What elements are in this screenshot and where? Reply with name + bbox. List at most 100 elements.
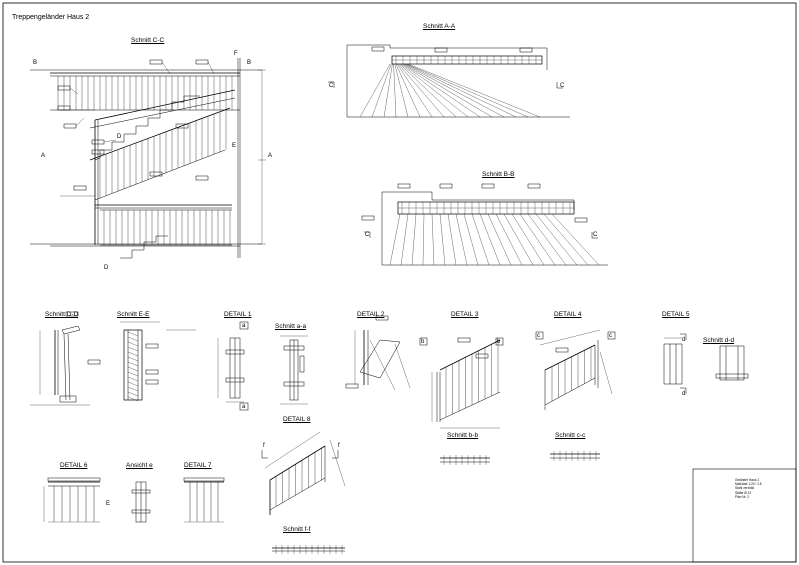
label-schnitt-bb: Schnitt B-B	[482, 171, 515, 178]
note-line: Stahl verzinkt	[735, 486, 755, 491]
detail-8	[261, 431, 346, 515]
drawing-line	[127, 331, 139, 337]
drawing-line	[404, 63, 505, 118]
marker-f-right: f	[338, 443, 340, 449]
drawing-line	[395, 63, 421, 118]
drawing-line	[519, 213, 556, 266]
marker-b-left: B	[33, 60, 38, 66]
drawing-line	[127, 346, 139, 352]
detail-7	[183, 477, 225, 523]
drawing-line	[400, 63, 469, 118]
marker-b-d3-left: b	[421, 339, 425, 345]
drawing-line	[398, 63, 445, 118]
plan-schnitt-bb	[361, 183, 608, 266]
drawing-line	[394, 63, 409, 118]
marker-b-right: B	[247, 60, 252, 66]
label-detail-3: DETAIL 3	[451, 311, 479, 318]
drawing-line	[383, 63, 393, 118]
drawing-line	[411, 213, 417, 266]
drawing-line	[127, 376, 139, 382]
marker-c-bb-left: C	[365, 232, 370, 238]
drawing-line	[127, 366, 139, 372]
label-detail-2: DETAIL 2	[357, 311, 385, 318]
drawing-line	[406, 63, 529, 118]
drawing-line	[455, 213, 468, 266]
note-line: Geländer Haus 2	[735, 478, 760, 482]
plan-schnitt-aa	[328, 44, 570, 118]
label-detail-8: DETAIL 8	[283, 416, 311, 423]
drawing-line	[405, 63, 517, 118]
drawing-line	[543, 213, 589, 266]
elevation-schnitt-cc	[30, 58, 266, 259]
label-schnitt-d-d: Schnitt d-d	[703, 337, 735, 344]
drawing-line	[127, 371, 139, 377]
drawing-line	[479, 213, 501, 266]
note-line: Stäbe Ø 12	[735, 490, 752, 495]
sheet-title: Treppengeländer Haus 2	[12, 14, 90, 21]
drawing-line	[127, 356, 139, 362]
note-line: Maßstab 1:20 / 1:5	[735, 482, 762, 487]
drawing-line	[422, 213, 425, 266]
detail-2	[345, 315, 411, 391]
drawing-line	[127, 391, 139, 397]
drawing-line	[403, 63, 493, 118]
label-detail-4: DETAIL 4	[554, 311, 582, 318]
marker-c-aa-left: C	[329, 83, 334, 89]
detail-3	[419, 337, 504, 429]
drawing-line	[127, 386, 139, 392]
drawing-line	[511, 213, 545, 266]
section-schnitt-dd	[30, 311, 101, 406]
marker-c-bb-right: C	[593, 232, 598, 238]
drawing-line	[551, 213, 600, 266]
title-block-notes: Geländer Haus 2 Maßstab 1:20 / 1:5 Stahl…	[735, 478, 762, 499]
drawing-line	[127, 341, 139, 347]
marker-a-left: A	[41, 153, 46, 159]
marker-c-d4-right: c	[609, 333, 612, 339]
marker-d-bottom: d	[682, 391, 686, 397]
label-detail-1: DETAIL 1	[224, 311, 252, 318]
drawing-line	[371, 63, 392, 118]
drawing-line	[127, 381, 139, 387]
strip-sections	[272, 451, 600, 554]
marker-b-d3-right: b	[497, 339, 501, 345]
marker-e: E	[232, 143, 237, 149]
marker-f: F	[234, 51, 238, 57]
drawing-line	[127, 351, 139, 357]
label-schnitt-dd: Schnitt D-D	[45, 311, 79, 318]
drawing-line	[399, 63, 457, 118]
drawing-line	[447, 213, 457, 266]
marker-a-top: a	[242, 323, 246, 329]
label-schnitt-cc: Schnitt C-C	[131, 37, 165, 44]
drawing-line	[400, 213, 409, 266]
detail-6	[43, 477, 101, 523]
detail-5	[663, 337, 683, 385]
ansicht-e	[131, 481, 151, 523]
label-schnitt-c-c: Schnitt c-c	[555, 432, 586, 439]
label-detail-6: DETAIL 6	[60, 462, 88, 469]
label-detail-5: DETAIL 5	[662, 311, 690, 318]
note-line: Plan Nr. 2	[735, 494, 749, 499]
label-schnitt-aa: Schnitt A-A	[423, 23, 456, 30]
drawing-line	[471, 213, 490, 266]
detail-4	[535, 329, 616, 410]
label-ansicht-e: Ansicht e	[126, 462, 153, 469]
section-schnitt-ee	[120, 321, 196, 402]
drawing-line	[527, 213, 567, 266]
section-schnitt-d-d	[680, 333, 749, 394]
marker-d-upper: D	[117, 134, 122, 140]
drawing-line	[401, 63, 481, 118]
drawing-line	[495, 213, 523, 266]
label-schnitt-b-b: Schnitt b-b	[447, 432, 479, 439]
drawing-line	[359, 63, 391, 118]
drawing-line	[393, 63, 397, 118]
drawing-line	[127, 361, 139, 367]
drawing-line	[127, 396, 139, 402]
drawing-line	[127, 336, 139, 342]
drawing-line	[439, 213, 446, 266]
title-block	[692, 468, 797, 563]
drawing-line	[397, 63, 433, 118]
detail-1	[217, 321, 249, 411]
marker-a-bottom: a	[242, 404, 246, 410]
marker-c-d4-left: c	[537, 333, 540, 339]
